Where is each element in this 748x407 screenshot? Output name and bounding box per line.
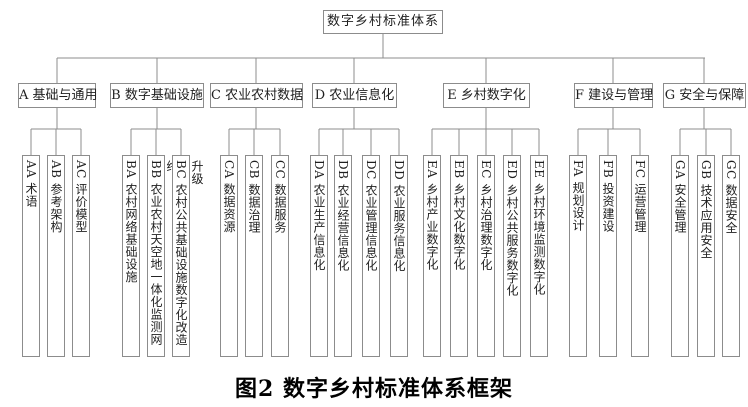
- leaf-node-ab: AB 参考架构: [47, 155, 65, 357]
- leaf-node-gb: GB 技术应用安全: [697, 155, 715, 357]
- leaf-node-cb: CB 数据治理: [245, 155, 263, 357]
- group-node-e: E 乡村数字化: [443, 83, 530, 108]
- leaf-node-eb: EB 乡村文化数字化: [450, 155, 468, 357]
- leaf-node-bb: BB 农业农村天空地一体化监测网络: [147, 155, 179, 357]
- leaf-node-fc: FC 运营管理: [631, 155, 649, 357]
- figure-caption: 图2 数字乡村标准体系框架: [235, 376, 513, 402]
- leaf-node-db: DB 农业经营信息化: [334, 155, 352, 357]
- root-node: 数字乡村标准体系: [323, 10, 443, 34]
- leaf-node-ee: EE 乡村环境监测数字化: [530, 155, 548, 357]
- leaf-node-fb: FB 投资建设: [599, 155, 617, 357]
- leaf-node-ba: BA 农村网络基础设施: [122, 155, 140, 357]
- group-node-g: G 安全与保障: [663, 83, 746, 108]
- group-node-d: D 农业信息化: [312, 83, 397, 108]
- leaf-node-ec: EC 乡村治理数字化: [477, 155, 495, 357]
- leaf-node-ed: ED 乡村公共服务数字化: [503, 155, 521, 357]
- leaf-node-dc: DC 农业管理信息化: [362, 155, 380, 357]
- leaf-node-bc: BC 农村公共基础设施数字化改造升级: [172, 155, 204, 357]
- leaf-node-dd: DD 农业服务信息化: [390, 155, 408, 357]
- leaf-node-da: DA 农业生产信息化: [310, 155, 328, 357]
- leaf-node-ca: CA 数据资源: [220, 155, 238, 357]
- leaf-node-gc: GC 数据安全: [722, 155, 740, 357]
- leaf-node-ea: EA 乡村产业数字化: [423, 155, 441, 357]
- leaf-node-ga: GA 安全管理: [671, 155, 689, 357]
- group-node-f: F 建设与管理: [574, 83, 653, 108]
- leaf-node-cc: CC 数据服务: [271, 155, 289, 357]
- leaf-node-fa: FA 规划设计: [569, 155, 587, 357]
- leaf-node-ac: AC 评价模型: [72, 155, 90, 357]
- group-node-b: B 数字基础设施: [110, 83, 204, 108]
- group-node-c: C 农业农村数据: [210, 83, 303, 108]
- group-node-a: A 基础与通用: [18, 83, 98, 108]
- leaf-node-aa: AA 术语: [22, 155, 40, 357]
